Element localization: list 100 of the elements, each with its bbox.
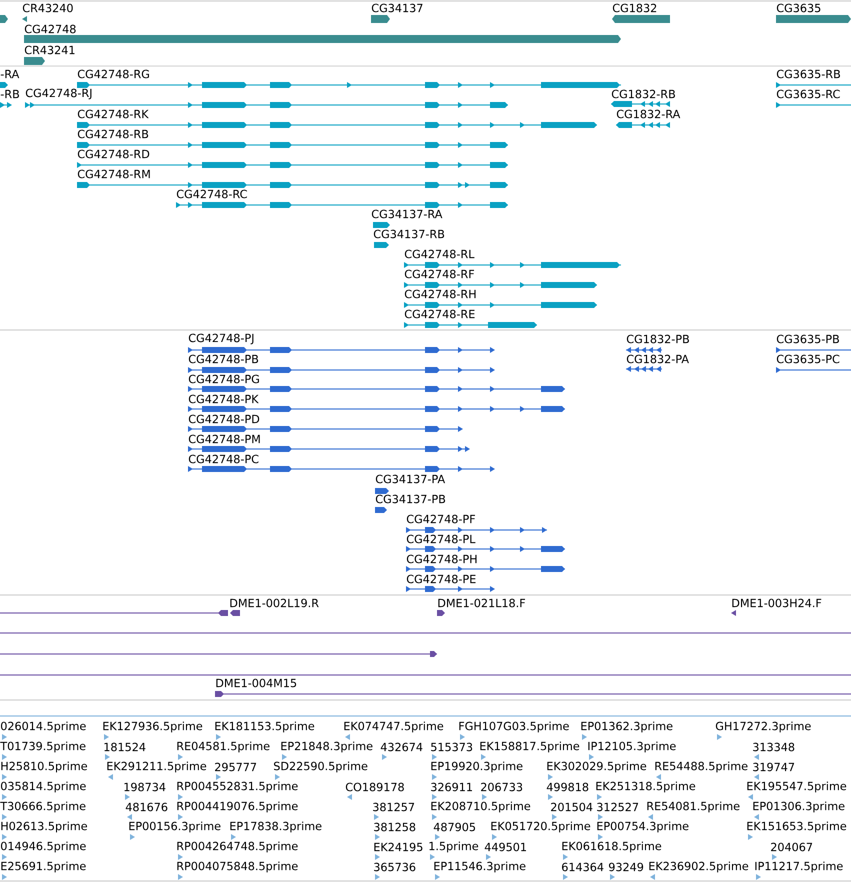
feature-label: CG34137 <box>372 4 422 12</box>
feature-label: RE04581.5prime <box>177 742 270 752</box>
feature-label: 026014.5prime <box>1 722 86 732</box>
feature-label: -RB <box>0 90 19 98</box>
feature-label: CG34137-PB <box>376 494 446 504</box>
feature-label: CG3635-RB <box>776 70 840 78</box>
feature-label: EK061618.5prime <box>562 842 662 852</box>
feature-label: T30666.5prime <box>0 802 86 812</box>
feature-label: EP19920.3prime <box>431 762 522 772</box>
feature-label: CG42748-RM <box>78 170 150 178</box>
feature-label: EK24195 <box>374 842 422 852</box>
feature-label: EK251318.5prime <box>596 782 696 792</box>
feature-label: 014946.5prime <box>1 842 86 852</box>
feature-label: CG42748-RL <box>404 250 474 258</box>
feature-label: CG3635 <box>776 4 820 12</box>
feature-label: DME1-021L18.F <box>438 598 525 608</box>
feature-label: CG42748-RC <box>176 190 247 198</box>
feature-label: RP004264748.5prime <box>177 842 298 852</box>
feature-label: 204067 <box>771 842 812 852</box>
feature-label: RP004075848.5prime <box>177 862 298 872</box>
feature-label: 198734 <box>124 782 166 792</box>
feature-label: 515373 <box>431 742 472 752</box>
feature-label: EK195547.5prime <box>747 782 846 792</box>
feature-label: CG1832-PB <box>626 334 689 344</box>
feature-label: FGH107G03.5prime <box>459 722 569 732</box>
feature-label: RP004419076.5prime <box>177 802 298 812</box>
feature-label: DME1-004M15 <box>216 678 296 688</box>
feature-label: CG42748-PD <box>188 414 260 424</box>
feature-label: CG42748-PH <box>406 554 476 564</box>
feature-label: RP004552831.5prime <box>177 782 298 792</box>
feature-label: CG42748-PB <box>188 354 258 364</box>
feature-label: EK151653.5prime <box>747 822 846 832</box>
feature-label: IP12105.3prime <box>588 742 676 752</box>
feature-label: CG1832-RB <box>612 90 675 98</box>
feature-label: E25691.5prime <box>1 862 86 872</box>
feature-label: CG42748-PG <box>188 374 259 384</box>
feature-label: CG3635-RC <box>776 90 840 98</box>
feature-label: CG34137-RB <box>374 230 444 238</box>
feature-label: CR43240 <box>22 4 73 12</box>
feature-label: DME1-002L19.R <box>230 598 319 608</box>
feature-label: 312527 <box>597 802 638 812</box>
feature-label: DME1-003H24.F <box>732 598 822 608</box>
feature-label: 432674 <box>380 742 422 752</box>
feature-label: EP01306.3prime <box>753 802 844 812</box>
feature-label: 614364 <box>562 862 604 872</box>
feature-label: EK158817.5prime <box>480 742 580 752</box>
feature-label: SD22590.5prime <box>274 762 368 772</box>
feature-label: EP21848.3prime <box>281 742 372 752</box>
feature-label: 93249 <box>608 862 644 872</box>
feature-label: 499818 <box>546 782 588 792</box>
feature-label: 206733 <box>481 782 522 792</box>
feature-label: CG34137-RA <box>372 210 442 218</box>
feature-label: CG42748-PC <box>188 454 258 464</box>
feature-label: 326911 <box>431 782 472 792</box>
feature-label: 319747 <box>753 762 794 772</box>
feature-label: IP11217.5prime <box>755 862 843 872</box>
feature-label: CG42748-RF <box>404 270 474 278</box>
feature-label: CG42748-PK <box>188 394 259 404</box>
feature-label: CG42748-PM <box>188 434 260 444</box>
feature-label: CG42748-PE <box>406 574 476 584</box>
feature-label: CG42748-PF <box>406 514 475 524</box>
feature-label: H02613.5prime <box>1 822 88 832</box>
feature-label: 181524 <box>104 742 146 752</box>
feature-label: CG42748 <box>24 24 76 34</box>
feature-label: EK291211.5prime <box>107 762 206 772</box>
feature-label: 295777 <box>215 762 256 772</box>
feature-label: CG42748-RG <box>78 70 149 78</box>
feature-label: 365736 <box>374 862 416 872</box>
feature-label: CO189178 <box>346 782 404 792</box>
feature-label: 201504 <box>551 802 592 812</box>
feature-label: CG3635-PC <box>776 354 840 364</box>
feature-label: CG42748-PJ <box>188 334 254 344</box>
feature-label: EK181153.5prime <box>215 722 314 732</box>
feature-label: CG34137-PA <box>376 474 446 484</box>
feature-label: EK208710.5prime <box>431 802 530 812</box>
feature-label: EP11546.3prime <box>434 862 526 872</box>
feature-label: CG42748-RH <box>404 290 476 298</box>
feature-label: EP01362.3prime <box>581 722 672 732</box>
feature-label: 313348 <box>753 742 794 752</box>
feature-label: 487905 <box>434 822 476 832</box>
feature-label: CG42748-PL <box>406 534 476 544</box>
feature-label: EP00754.3prime <box>597 822 688 832</box>
feature-label: CG1832 <box>612 4 656 12</box>
feature-label: EK051720.5prime <box>491 822 590 832</box>
feature-label: CG42748-RJ <box>26 88 92 100</box>
feature-label: EK127936.5prime <box>103 722 202 732</box>
feature-label: RE54081.5prime <box>647 802 740 812</box>
feature-label: GH17272.3prime <box>716 722 811 732</box>
feature-label: CG42748-RD <box>78 150 150 158</box>
feature-label: CG1832-RA <box>616 110 680 118</box>
feature-label: CG42748-RE <box>404 310 475 318</box>
feature-label: EP17838.3prime <box>230 822 322 832</box>
feature-label: CG1832-PA <box>626 354 689 364</box>
feature-label: 449501 <box>484 842 526 852</box>
feature-label: T01739.5prime <box>0 742 86 752</box>
feature-label: EK074747.5prime <box>344 722 444 732</box>
feature-label: EP00156.3prime <box>129 822 220 832</box>
feature-label: 035814.5prime <box>1 782 86 792</box>
feature-label: 481676 <box>126 802 168 812</box>
feature-label: 1.5prime <box>430 842 478 852</box>
